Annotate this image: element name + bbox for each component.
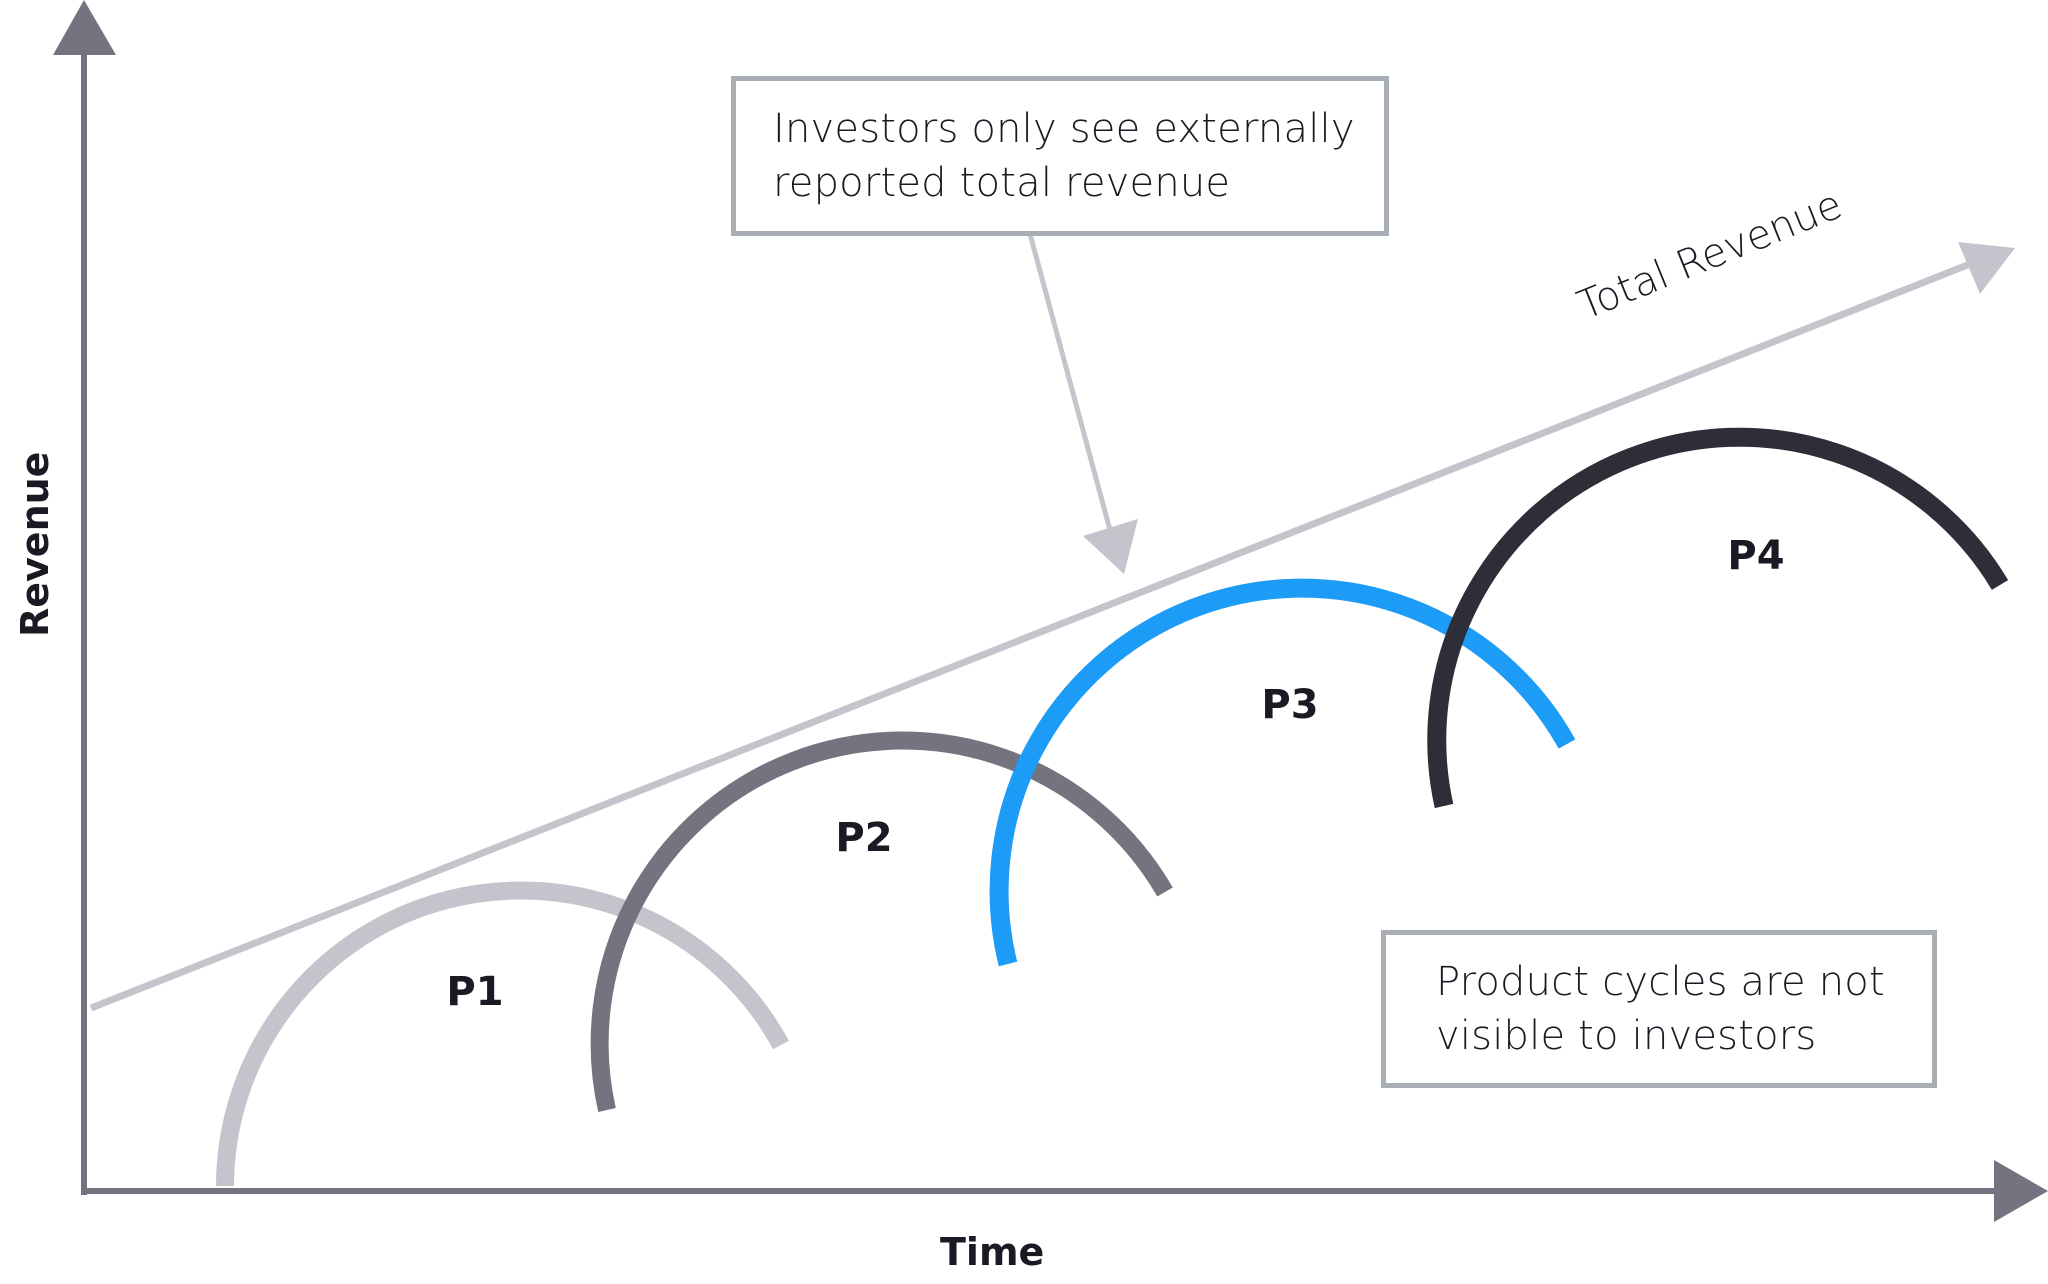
cycle-arc-p2 — [590, 731, 1173, 1112]
callout-connector-arrowhead-icon — [1083, 519, 1138, 574]
callout-bottom-line-2: visible to investors — [1436, 1013, 1817, 1059]
cycle-arc-p1 — [216, 881, 789, 1187]
x-axis-label: Time — [940, 1230, 1045, 1274]
cycle-label-p2: P2 — [835, 815, 893, 861]
cycle-arc-p3 — [989, 578, 1576, 967]
cycle-label-p4: P4 — [1727, 533, 1785, 579]
total-revenue-line — [89, 258, 1977, 1012]
x-axis-arrowhead-icon — [1994, 1160, 2048, 1222]
cycle-arc-p4 — [1427, 427, 2009, 809]
product-cycles-callout-box: Product cycles are not visible to invest… — [1381, 930, 1937, 1088]
callout-top-line-1: Investors only see externally — [773, 106, 1355, 152]
callout-bottom-line-1: Product cycles are not — [1436, 959, 1885, 1005]
cycle-label-p3: P3 — [1261, 682, 1319, 728]
y-axis-label: Revenue — [13, 451, 57, 637]
callout-top-line-2: reported total revenue — [773, 160, 1231, 206]
y-axis-arrowhead-icon — [53, 0, 116, 55]
cycle-label-p1: P1 — [446, 969, 504, 1015]
investors-callout-box: Investors only see externally reported t… — [731, 76, 1389, 236]
callout-connector-line — [1027, 233, 1113, 531]
total-revenue-arrowhead-icon — [1958, 242, 2015, 294]
